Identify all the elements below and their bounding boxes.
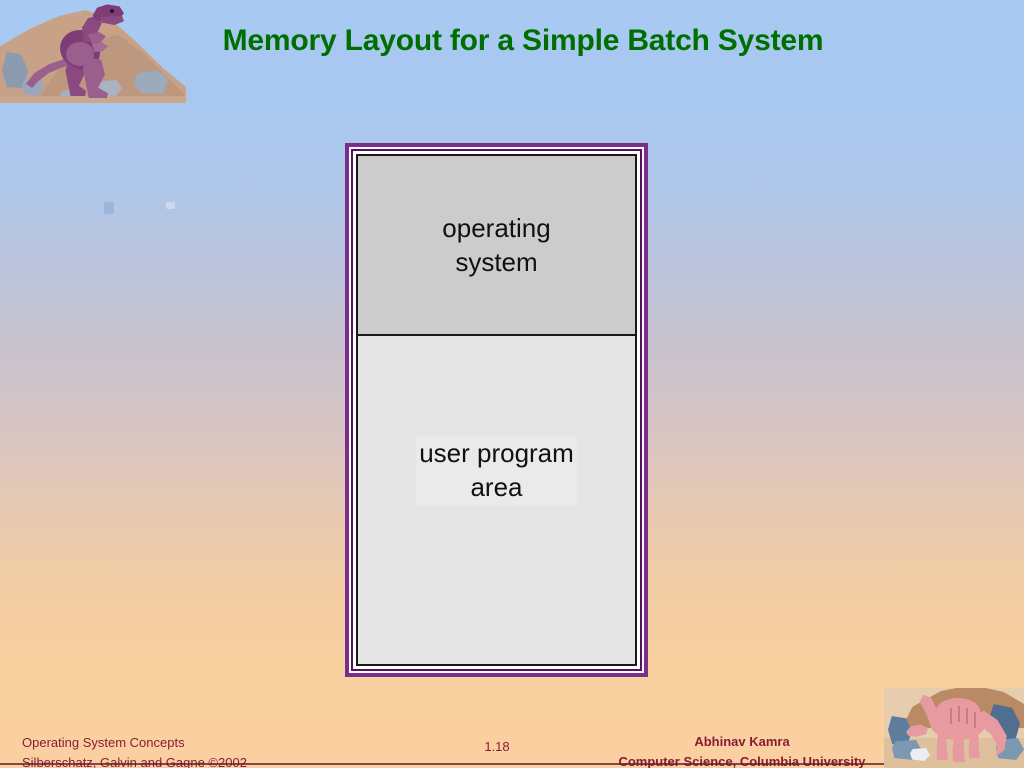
- footer-book-title: Operating System Concepts: [22, 735, 185, 750]
- diagram-border-white-outer: operating system user program area: [349, 147, 644, 673]
- trex-dinosaur-icon: [0, 0, 186, 103]
- memory-layout-diagram: operating system user program area: [345, 143, 648, 677]
- diagram-content: operating system user program area: [356, 154, 637, 666]
- memory-segment-user-program-area: user program area: [358, 336, 635, 664]
- footer-book-authors: Silberschatz, Galvin and Gagne ©2002: [22, 755, 247, 768]
- footer-divider: [0, 763, 1024, 765]
- rock-shape: [60, 90, 74, 99]
- diagram-border-purple-inner: operating system user program area: [351, 149, 642, 671]
- rock-shape: [910, 748, 930, 761]
- user-program-area-label: user program area: [416, 436, 577, 505]
- operating-system-label: operating system: [439, 211, 553, 280]
- diagram-border-white-inner: operating system user program area: [353, 151, 640, 669]
- presenter-name: Abhinav Kamra: [694, 734, 790, 749]
- presenter-affiliation: Computer Science, Columbia University: [618, 754, 866, 768]
- page-title: Memory Layout for a Simple Batch System: [222, 24, 824, 57]
- ground-strip: [0, 96, 186, 103]
- trex-figure: [26, 2, 126, 100]
- background-artifact: [166, 202, 175, 209]
- operating-system-label-line2: system: [455, 247, 538, 277]
- user-program-area-label-line1: user program: [419, 438, 574, 468]
- background-artifact: [104, 202, 114, 214]
- sauropod-dinosaur-icon: [884, 688, 1024, 768]
- memory-segment-operating-system: operating system: [358, 156, 635, 336]
- sauropod-figure: [902, 690, 1014, 764]
- user-program-area-label-line2: area: [470, 472, 523, 503]
- slide-number: 1.18: [484, 739, 510, 754]
- operating-system-label-line1: operating: [442, 212, 551, 243]
